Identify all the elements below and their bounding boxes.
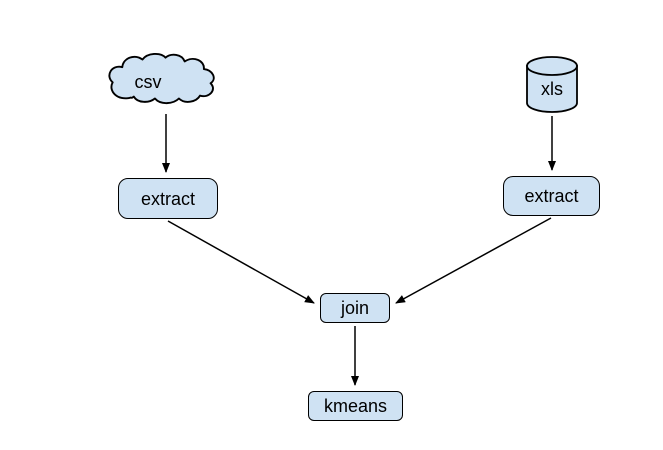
join-node-label: join [340,298,370,318]
join-node: join [320,293,390,323]
kmeans-node: kmeans [308,391,403,421]
arrow-extract-right-to-join [395,217,552,304]
csv-cloud-shape [108,53,215,105]
kmeans-node-label: kmeans [323,396,388,416]
xls-node-label: xls [541,79,563,99]
extract-right-node-label: extract [524,186,579,206]
extract-right-node: extract [503,176,600,216]
arrow-extract-left-to-join [167,220,315,304]
xls-cylinder-shape [526,56,578,113]
extract-left-node-label: extract [140,188,196,209]
csv-node-label: csv [134,72,162,92]
extract-left-node: extract [118,178,218,219]
